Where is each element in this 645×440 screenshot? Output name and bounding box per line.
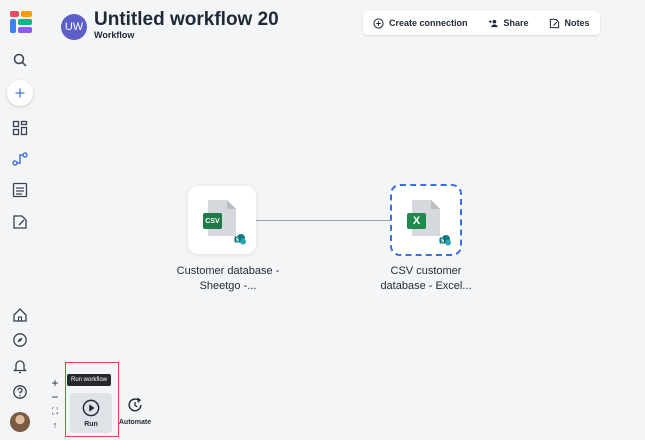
workflow-title[interactable]: Untitled workflow 20 [94, 9, 279, 30]
zoom-out-button[interactable]: − [51, 390, 59, 404]
source-node-label: Customer database - Sheetgo -... [158, 264, 298, 294]
excel-badge: X [407, 213, 426, 229]
note-icon [549, 18, 559, 28]
zoom-controls: + − ⛶ ↑ [49, 376, 61, 432]
automate-button[interactable]: Automate [118, 396, 152, 426]
sharepoint-icon: S [234, 234, 246, 245]
csv-badge: CSV [203, 213, 222, 229]
fit-view-button[interactable]: ⛶ [51, 406, 59, 416]
run-button[interactable]: Run [70, 393, 112, 433]
plus-circle-icon [373, 17, 384, 29]
list-icon[interactable] [8, 178, 32, 202]
plus-icon [15, 88, 25, 98]
create-connection-label: Create connection [389, 18, 468, 28]
run-tooltip: Run workflow [67, 374, 112, 386]
search-icon[interactable] [8, 48, 32, 72]
zoom-in-button[interactable]: + [51, 376, 59, 390]
compass-icon[interactable] [8, 328, 32, 352]
source-node[interactable]: CSV S [188, 186, 256, 254]
user-avatar[interactable] [10, 412, 30, 432]
notes-label: Notes [564, 18, 590, 28]
top-actions: Create connection Share Notes [363, 11, 600, 35]
notes-button[interactable]: Notes [539, 11, 600, 35]
add-button[interactable] [7, 80, 33, 106]
workflow-avatar: UW [61, 14, 87, 40]
share-button[interactable]: Share [478, 11, 539, 35]
help-icon[interactable] [8, 380, 32, 404]
destination-node-label-line1: CSV customer [390, 265, 462, 277]
add-people-icon [488, 19, 498, 27]
play-icon [82, 399, 100, 416]
schedule-icon [128, 397, 142, 412]
share-label: Share [503, 18, 529, 28]
svg-text:S: S [236, 237, 240, 243]
run-label: Run [84, 420, 98, 428]
destination-node-label-line2: database - Excel... [380, 280, 472, 292]
source-node-label-line2: Sheetgo -... [199, 280, 257, 292]
destination-node-label: CSV customer database - Excel... [356, 264, 496, 294]
workflow-icon[interactable] [8, 147, 32, 171]
bell-icon[interactable] [8, 354, 32, 378]
sharepoint-icon: S [439, 235, 451, 246]
automate-label: Automate [118, 419, 152, 426]
app-logo[interactable] [10, 11, 32, 33]
run-highlight-frame [65, 362, 119, 437]
home-icon[interactable] [8, 303, 32, 327]
node-connector [255, 220, 390, 221]
sidebar [0, 0, 42, 440]
dashboard-icon[interactable] [8, 116, 32, 140]
svg-text:S: S [441, 238, 445, 244]
scroll-up-button[interactable]: ↑ [52, 420, 58, 430]
form-icon[interactable] [8, 210, 32, 234]
workflow-subtitle: Workflow [94, 30, 135, 40]
create-connection-button[interactable]: Create connection [363, 11, 478, 35]
destination-node[interactable]: X S [390, 184, 462, 256]
source-node-label-line1: Customer database - [176, 265, 280, 277]
